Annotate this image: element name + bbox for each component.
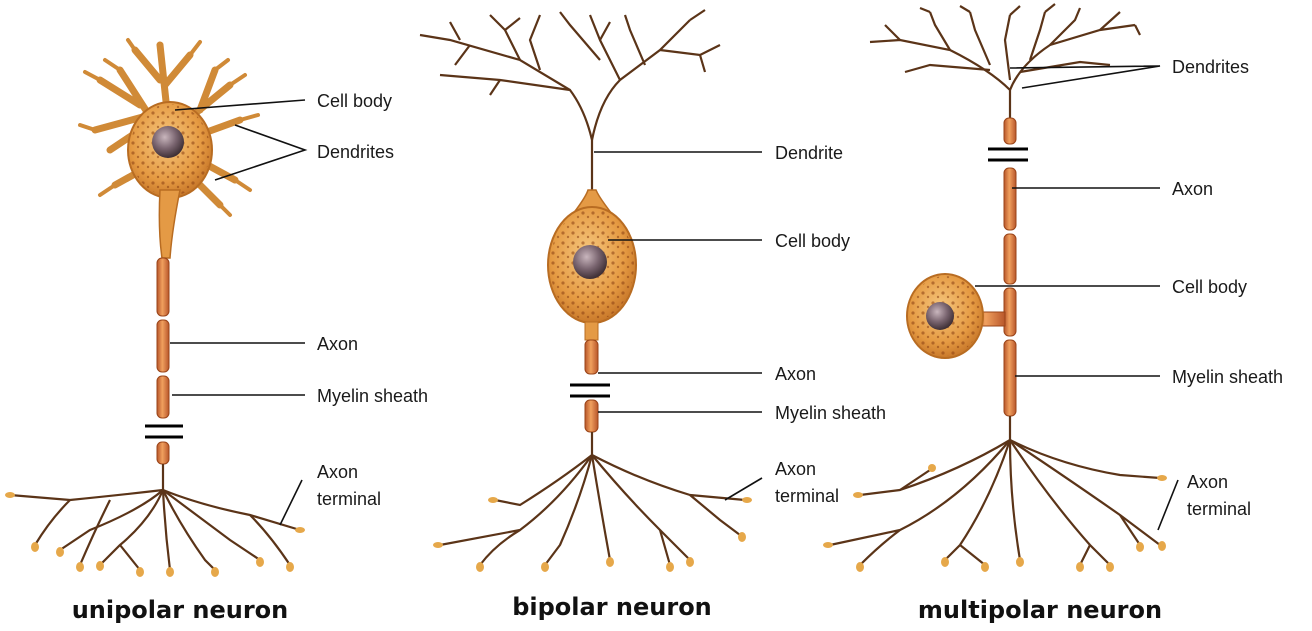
multipolar-terminal-label-line2: terminal [1187, 499, 1251, 519]
multipolar-neuron: Dendrites Axon Cell body Myelin sheath A… [823, 4, 1283, 624]
multipolar-nucleus [926, 302, 954, 330]
bipolar-terminal-label-line2: terminal [775, 486, 839, 506]
bipolar-terminal-label-line1: Axon [775, 459, 816, 479]
bipolar-neuron: Dendrite Cell body Axon Myelin sheath Ax… [420, 10, 886, 621]
bipolar-axon-terminals [440, 432, 745, 565]
bipolar-terminal-bulbs [433, 497, 752, 572]
multipolar-myelin-label: Myelin sheath [1172, 367, 1283, 387]
unipolar-axon-terminals [10, 464, 300, 570]
bipolar-title: bipolar neuron [512, 593, 712, 621]
unipolar-terminal-label-line2: terminal [317, 489, 381, 509]
bipolar-dendrite-label: Dendrite [775, 143, 843, 163]
unipolar-title: unipolar neuron [72, 596, 289, 624]
unipolar-axon-stalk [159, 190, 180, 258]
unipolar-terminal-label-line1: Axon [317, 462, 358, 482]
unipolar-cell-body-label: Cell body [317, 91, 392, 111]
bipolar-axon-label: Axon [775, 364, 816, 384]
unipolar-myelin-segments [157, 258, 169, 464]
multipolar-dendrites-label: Dendrites [1172, 57, 1249, 77]
unipolar-nucleus [152, 126, 184, 158]
bipolar-leader-lines [594, 152, 762, 500]
multipolar-break-mark [988, 149, 1028, 160]
multipolar-axon-label: Axon [1172, 179, 1213, 199]
multipolar-myelin-segments [1004, 118, 1016, 416]
multipolar-terminal-label-line1: Axon [1187, 472, 1228, 492]
multipolar-dendrite-tree [870, 4, 1140, 120]
unipolar-dendrites-label: Dendrites [317, 142, 394, 162]
bipolar-myelin-label: Myelin sheath [775, 403, 886, 423]
multipolar-title: multipolar neuron [918, 596, 1162, 624]
unipolar-myelin-label: Myelin sheath [317, 386, 428, 406]
unipolar-axon-label: Axon [317, 334, 358, 354]
unipolar-neuron: Cell body Dendrites Axon Myelin sheath A… [5, 40, 428, 624]
bipolar-cell-body-label: Cell body [775, 231, 850, 251]
unipolar-break-mark [145, 426, 183, 437]
bipolar-dendrite-tree [420, 10, 720, 190]
bipolar-break-mark [570, 385, 610, 396]
multipolar-cell-body-label: Cell body [1172, 277, 1247, 297]
multipolar-axon-terminals [830, 416, 1160, 565]
bipolar-nucleus [573, 245, 607, 279]
